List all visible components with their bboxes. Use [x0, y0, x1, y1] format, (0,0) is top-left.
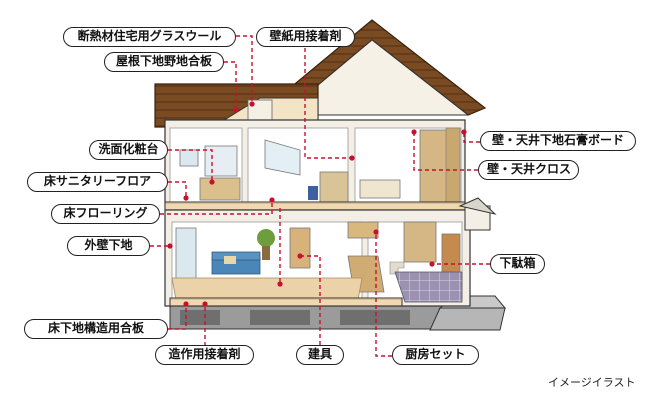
- label-wallpaper-adhesive: 壁紙用接着剤: [256, 27, 355, 47]
- leader-sanitary-floor: [168, 181, 187, 198]
- leader-roof-plywood: [224, 61, 237, 110]
- label-kitchen-set: 厨房セット: [392, 345, 479, 365]
- leader-vanity: [168, 149, 213, 182]
- label-gypsum-board: 壁・天井下地石膏ボード: [480, 131, 636, 151]
- label-roof-plywood: 屋根下地野地合板: [104, 52, 224, 72]
- leader-fittings: [300, 255, 321, 352]
- label-shoe-box: 下駄箱: [490, 254, 545, 274]
- lower-floor-shell: [164, 197, 497, 307]
- roof-left-slab: [154, 83, 319, 128]
- leader-floor-plywood: [168, 304, 187, 330]
- image-caption: イメージイラスト: [548, 376, 636, 389]
- label-floor-plywood: 床下地構造用合板: [24, 319, 168, 339]
- label-exterior-wall: 外壁下地: [67, 236, 150, 256]
- label-vanity: 洗面化粧台: [89, 140, 168, 160]
- leader-flooring: [160, 200, 273, 215]
- leader-insulation: [236, 35, 253, 104]
- label-sanitary-floor: 床サニタリーフロア: [27, 172, 168, 192]
- leader-wallpaper-adhesive: [304, 48, 352, 159]
- label-insulation: 断熱材住宅用グラスウール: [63, 27, 236, 47]
- label-flooring: 床フローリング: [51, 204, 160, 224]
- leader-ceiling-cloth: [413, 132, 478, 171]
- leader-endpoints: [167, 101, 467, 307]
- label-fittings: 建具: [296, 345, 344, 365]
- leader-kitchen-set: [375, 232, 392, 357]
- label-ceiling-cloth: 壁・天井クロス: [478, 160, 579, 180]
- upper-floor-shell: [164, 119, 466, 211]
- leader-gypsum-board: [463, 132, 480, 143]
- label-construction-adhesive: 造作用接着剤: [155, 345, 254, 365]
